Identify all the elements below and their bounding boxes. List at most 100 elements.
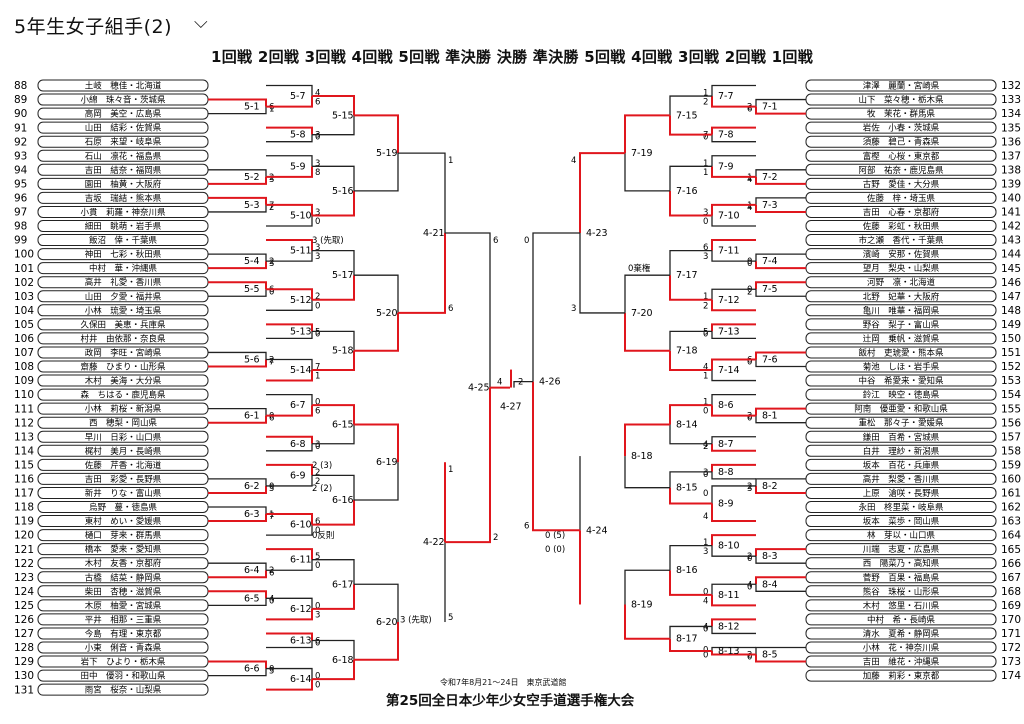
match-score: 2 — [518, 378, 523, 388]
player-name: 津澤 麗蘭・宮崎県 — [863, 81, 940, 92]
bracket-line — [208, 660, 267, 669]
player-name: 野谷 梨子・富山県 — [863, 319, 940, 330]
match-label: 5-12 — [290, 295, 312, 306]
bracket-line — [312, 659, 355, 681]
match-score: 8 — [315, 168, 320, 178]
match-score: 0 — [315, 398, 320, 408]
bracket-line — [208, 351, 267, 360]
player-number: 117 — [14, 488, 34, 500]
player-number: 101 — [14, 263, 34, 275]
bracket-line — [669, 249, 712, 276]
bracket-line — [711, 358, 756, 371]
player-number: 173 — [1001, 656, 1021, 668]
bracket-line — [208, 570, 267, 579]
match-score: 6 — [269, 414, 274, 424]
player-number: 123 — [14, 572, 34, 584]
match-label: 4-22 — [423, 537, 445, 548]
match-score: 4 — [315, 89, 320, 99]
bracket-line — [398, 233, 446, 314]
match-score: 4 — [703, 362, 708, 372]
bracket-line — [711, 618, 756, 627]
bracket-line — [624, 114, 670, 154]
player-name: 高井 礼愛・香川県 — [85, 277, 162, 288]
match-score: 7 — [269, 512, 274, 522]
bracket-line — [711, 155, 756, 167]
match-score: 2 — [269, 355, 274, 365]
player-number: 128 — [14, 642, 34, 654]
match-score: 2 — [747, 482, 752, 492]
player-name: 中村 華・沖縄県 — [89, 263, 158, 274]
player-number: 108 — [14, 361, 34, 373]
match-label: 6-9 — [290, 470, 306, 481]
bracket-line — [755, 415, 806, 424]
player-number: 170 — [1001, 614, 1021, 626]
match-score: 1 — [703, 372, 708, 382]
player-number: 168 — [1001, 586, 1021, 598]
bracket-line — [711, 84, 756, 97]
bracket-line — [208, 261, 267, 270]
player-number: 160 — [1001, 474, 1021, 486]
match-label: 7-9 — [718, 161, 734, 172]
match-score: 3 — [315, 159, 320, 169]
player-number: 105 — [14, 319, 34, 331]
player-name: 永田 柊里菜・岐阜県 — [858, 502, 944, 513]
bracket-line — [312, 275, 355, 301]
bracket-line — [579, 233, 625, 314]
match-score: 3 — [703, 547, 708, 557]
match-score: 4 — [747, 203, 752, 213]
match-score: 2 — [269, 203, 274, 213]
match-label: 7-19 — [631, 148, 653, 159]
player-number: 146 — [1001, 277, 1021, 289]
match-label: 7-16 — [676, 186, 698, 197]
bracket-line — [711, 651, 756, 656]
player-number: 106 — [14, 333, 34, 345]
player-name-box — [805, 135, 997, 148]
player-number: 104 — [14, 305, 34, 317]
event-date-venue: 令和7年8月21〜24日 東京武道館 — [440, 678, 567, 687]
player-name: 山田 夕愛・福井県 — [85, 291, 162, 302]
player-name-box — [37, 529, 209, 542]
player-name: 鎌田 百希・宮城県 — [863, 432, 940, 443]
match-label: 8-12 — [718, 621, 740, 632]
event-name: 第25回全日本少年少女空手道選手権大会 — [386, 693, 635, 709]
player-name: 佐藤 梓・埼玉県 — [867, 193, 936, 204]
player-name: 橋本 愛来・愛知県 — [85, 544, 162, 555]
bracket-line — [755, 176, 806, 185]
bracket-line — [266, 126, 313, 135]
bracket-line — [312, 95, 355, 116]
match-score: 0 — [703, 489, 708, 499]
bracket-line — [669, 115, 712, 136]
match-score: 4 — [497, 378, 502, 388]
bracket-line — [755, 204, 806, 213]
player-name: 林 芽以・山口県 — [867, 530, 936, 541]
player-number: 100 — [14, 249, 34, 261]
bracket-line — [208, 289, 267, 297]
match-score: 0 — [269, 287, 274, 297]
bracket-line — [208, 562, 267, 571]
match-score: 6 — [448, 304, 453, 314]
bracket-line — [266, 299, 313, 311]
player-name: 加藤 莉彩・東京都 — [863, 671, 940, 682]
bracket-line — [312, 190, 355, 217]
match-score: 6 — [315, 407, 320, 417]
match-label: 8-1 — [762, 411, 778, 422]
chevron-down-icon[interactable]: ⌵ — [194, 12, 208, 33]
match-score: 4 — [747, 175, 752, 185]
bracket-line — [266, 239, 313, 251]
player-name: 西 陽菜乃・高知県 — [863, 558, 940, 569]
player-number: 124 — [14, 586, 34, 598]
match-score: 0 — [747, 582, 752, 592]
player-number: 164 — [1001, 530, 1021, 542]
bracket-line — [266, 166, 313, 178]
player-number: 99 — [14, 235, 27, 247]
match-label: 8-11 — [718, 590, 740, 601]
bracket-line — [208, 204, 267, 213]
match-score: 4 — [571, 156, 576, 166]
player-name: 田中 優羽・和歌山県 — [80, 671, 166, 682]
match-label: 8-14 — [676, 419, 698, 430]
player-name: 阿南 優亜愛・和歌山県 — [854, 404, 948, 415]
bracket-line — [755, 556, 806, 564]
player-name-box — [805, 444, 997, 457]
bracket-line — [312, 559, 355, 585]
